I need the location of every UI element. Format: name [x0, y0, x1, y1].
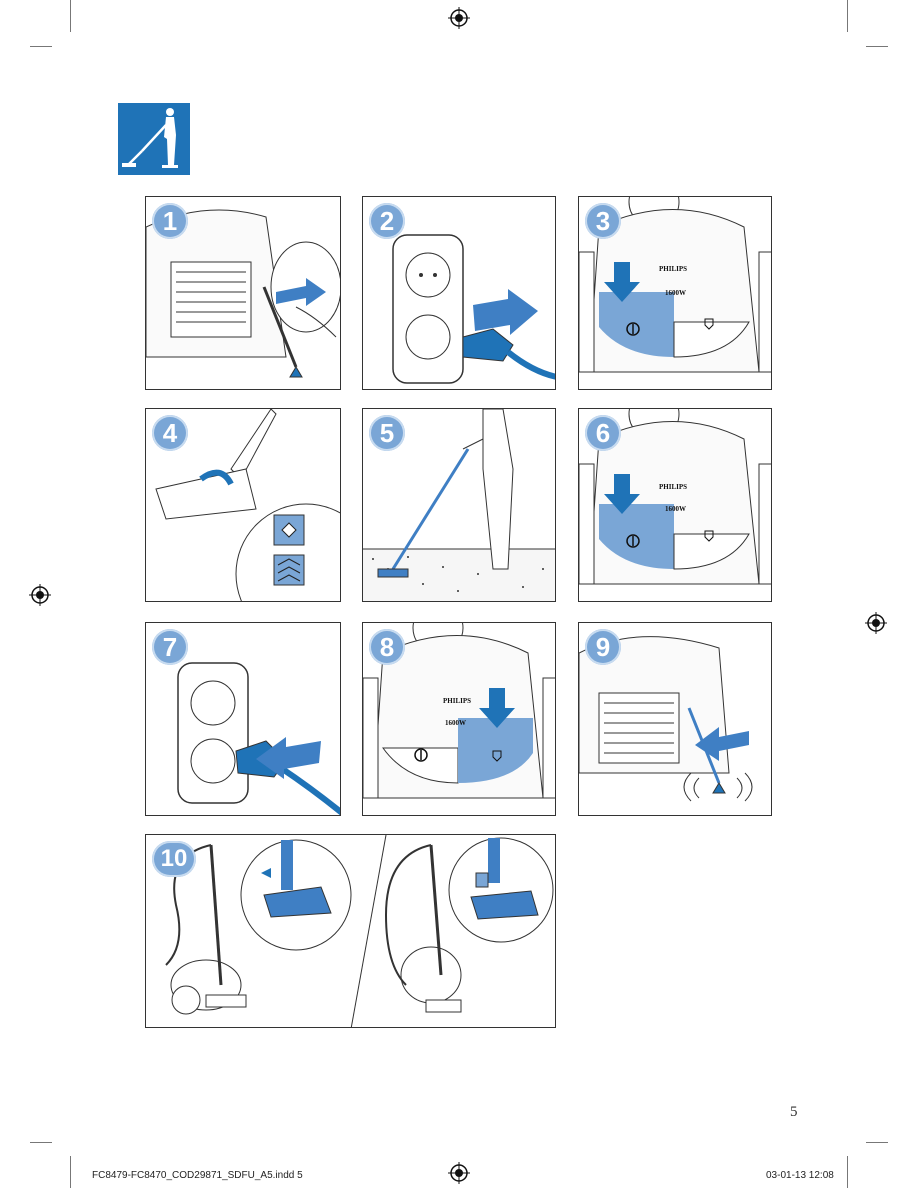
registration-mark-icon [448, 1162, 470, 1184]
control-panel-illustration [579, 197, 771, 373]
step-badge: 3 [585, 203, 621, 239]
step-badge: 8 [369, 629, 405, 665]
crop-mark [70, 0, 71, 32]
registration-mark-icon [448, 7, 470, 29]
crop-mark [847, 0, 848, 32]
step-badge: 7 [152, 629, 188, 665]
footer-filename: FC8479-FC8470_COD29871_SDFU_A5.indd 5 [92, 1170, 303, 1181]
power-label: 1600W [665, 289, 686, 297]
control-panel-illustration [579, 409, 771, 585]
step-badge: 6 [585, 415, 621, 451]
brand-label: PHILIPS [443, 697, 472, 705]
vacuum-rear-illustration [579, 636, 753, 802]
step-badge: 1 [152, 203, 188, 239]
step-badge: 4 [152, 415, 188, 451]
crop-mark [866, 1142, 888, 1143]
crop-mark [70, 1156, 71, 1188]
step-panel-1: 1 [145, 196, 341, 390]
nozzle-parking-illustration [165, 835, 554, 1027]
vacuuming-person-illustration [363, 409, 555, 601]
wall-socket-illustration [177, 662, 340, 815]
step-panel-10: 10 [145, 834, 556, 1028]
page-number: 5 [790, 1104, 798, 1120]
power-label: 1600W [445, 719, 466, 727]
power-label: 1600W [665, 505, 686, 513]
nozzle-setting-illustration [155, 409, 340, 601]
vacuum-rear-illustration [146, 209, 340, 378]
registration-mark-icon [865, 612, 887, 634]
brand-label: PHILIPS [659, 483, 688, 491]
crop-mark [30, 1142, 52, 1143]
step-panel-7: 7 [145, 622, 341, 816]
crop-mark [866, 46, 888, 47]
crop-mark [847, 1156, 848, 1188]
step-panel-2: 2 [362, 196, 556, 390]
step-badge: 5 [369, 415, 405, 451]
step-panel-6: PHILIPS 1600W 6 [578, 408, 772, 602]
step-panel-3: PHILIPS 1600W 3 [578, 196, 772, 390]
step-badge: 9 [585, 629, 621, 665]
step-badge: 10 [152, 841, 196, 877]
registration-mark-icon [29, 584, 51, 606]
step-panel-5: 5 [362, 408, 556, 602]
step-badge: 2 [369, 203, 405, 239]
wall-socket-illustration [392, 234, 555, 384]
step-panel-8: PHILIPS 1600W 8 [362, 622, 556, 816]
control-panel-illustration [363, 623, 555, 799]
brand-label: PHILIPS [659, 265, 688, 273]
vacuum-cleaning-icon [118, 103, 190, 175]
crop-mark [30, 46, 52, 47]
step-panel-4: 4 [145, 408, 341, 602]
footer-timestamp: 03-01-13 12:08 [766, 1170, 834, 1181]
step-panel-9: 9 [578, 622, 772, 816]
